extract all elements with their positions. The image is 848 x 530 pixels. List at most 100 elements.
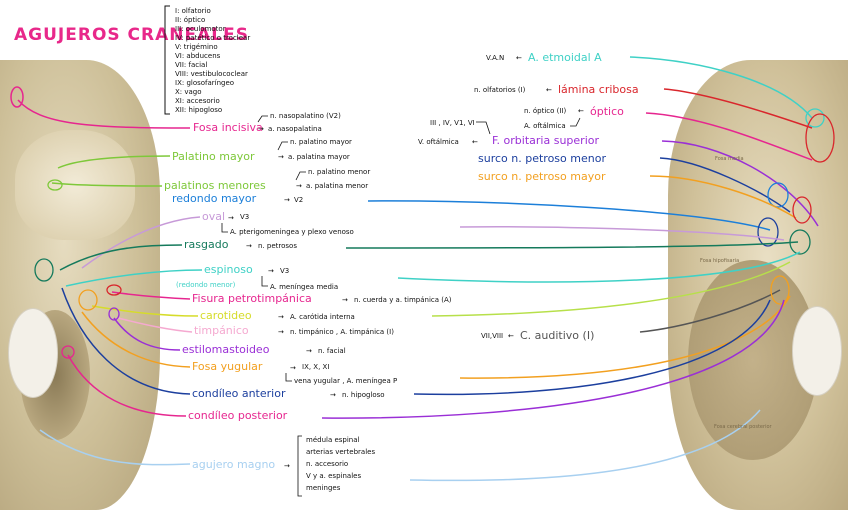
list-item: V y a. espinales <box>306 472 361 480</box>
text-oval-a: A. pterigomeningea y plexo venoso <box>230 228 354 236</box>
connector-oval-right <box>459 226 785 241</box>
text-espinoso-n: V3 <box>280 267 289 275</box>
connector-condileo-posterior <box>67 354 187 417</box>
text-fos-v: V. oftálmica <box>418 138 459 146</box>
nerve-list-item: VIII: vestibulococlear <box>175 70 248 78</box>
nerve-list-item: VII: facial <box>175 61 207 69</box>
marker-palatinos-menores <box>47 179 63 191</box>
label-lamina: lámina cribosa <box>558 83 639 96</box>
marker-surco-menor <box>767 182 789 208</box>
connector-lamina <box>663 88 813 129</box>
agujero-magno-list: médula espinal arterias vertebrales n. a… <box>306 436 375 492</box>
text-lamina-pre: n. olfatorios (I) <box>474 86 526 94</box>
marker-redondo-mayor <box>757 217 779 247</box>
connector-condileo-anterior <box>61 287 191 395</box>
connector-condileo-anterior-right <box>413 299 771 396</box>
connector-surco-mayor <box>649 175 797 219</box>
arrow: → <box>278 328 284 336</box>
nerve-list-item: XI: accesorio <box>175 97 220 105</box>
arrow: ← <box>546 86 552 94</box>
nerve-list-item: I: olfatorio <box>175 7 211 15</box>
connector-espinoso-right <box>397 251 801 283</box>
connector-fos <box>661 140 819 227</box>
label-condileo-anterior: condíleo anterior <box>192 387 286 400</box>
marker-fosa-yugular-right <box>770 275 790 305</box>
connector-etmoidal <box>629 56 813 119</box>
text-carotideo-n: A. carótida interna <box>290 313 355 321</box>
arrow: → <box>296 182 302 190</box>
image-label: Fosa hipofisaria <box>700 258 739 264</box>
marker-carotideo <box>78 289 98 311</box>
text-optico-a: A. oftálmica <box>524 122 566 130</box>
label-fisura: Fisura petrotimpánica <box>192 292 312 305</box>
label-surco-mayor: surco n. petroso mayor <box>478 170 606 183</box>
label-oval: oval <box>202 210 225 223</box>
label-condileo-posterior: condíleo posterior <box>188 409 288 422</box>
text-condileo-anterior-n: n. hipogloso <box>342 391 385 399</box>
branch <box>277 141 288 151</box>
connector-fosa-incisiva <box>17 99 191 129</box>
label-redondo-mayor: redondo mayor <box>172 192 257 205</box>
arrow: → <box>258 125 264 133</box>
connector-timpanico <box>117 317 193 333</box>
skull-base-right-image <box>668 60 848 510</box>
diagram-title: AGUJEROS CRANEALES <box>14 25 249 45</box>
connector-fisura <box>111 291 191 300</box>
text-auditivo-pre: VII,VIII <box>481 332 503 340</box>
text-rasgado-n: n. petrosos <box>258 242 297 250</box>
connector-agujero-magno-right <box>409 409 761 482</box>
marker-lamina <box>805 113 835 163</box>
text-etmoidal-pre: V.A.N <box>486 54 504 62</box>
arrow: → <box>290 364 296 372</box>
arrow: → <box>284 196 290 204</box>
text-fosa-incisiva-n: n. nasopalatino (V2) <box>270 112 341 120</box>
connector-palatino-mayor <box>57 155 171 169</box>
list-item: médula espinal <box>306 436 360 444</box>
text-redondo-mayor-n: V2 <box>294 196 303 204</box>
image-label: Fosa media <box>715 156 744 162</box>
arrow: → <box>228 214 234 222</box>
image-label: Fosa cerebral posterior <box>714 424 773 430</box>
label-optico: óptico <box>590 105 624 118</box>
arrow: ← <box>578 107 584 115</box>
text-fosa-incisiva-a: a. nasopalatina <box>268 125 322 133</box>
arrow: ← <box>472 138 478 146</box>
nerve-list-item: IX: glosofaríngeo <box>175 79 234 87</box>
connector-carotideo-right <box>431 261 791 317</box>
connector-rasgado-right <box>345 241 799 249</box>
arrow: → <box>278 313 284 321</box>
text-timpanico-n: n. timpánico , A. timpánica (I) <box>290 328 394 336</box>
connector-optico <box>645 112 813 161</box>
arrow: → <box>342 296 348 304</box>
nerve-list-bracket <box>164 5 170 115</box>
connector-carotideo <box>91 305 199 317</box>
text-fosa-yugular-a: vena yugular , A. meníngea P <box>294 377 397 385</box>
nerve-list-item: IV: patético o troclear <box>175 34 250 42</box>
text-oval-n: V3 <box>240 213 249 221</box>
label-carotideo: carotideo <box>200 309 252 322</box>
list-item: arterias vertebrales <box>306 448 375 456</box>
branch <box>570 117 581 127</box>
text-estilomastoideo-n: n. facial <box>318 347 346 355</box>
branch <box>476 121 491 135</box>
label-timpanico: timpánico <box>194 324 249 337</box>
nerve-list-item: V: trigémino <box>175 43 218 51</box>
branch <box>295 171 306 181</box>
connector-redondo-mayor <box>367 200 771 231</box>
branch <box>285 373 292 382</box>
text-fisura-n: n. cuerda y a. timpánica (A) <box>354 296 452 304</box>
text-palatinos-menores-a: a. palatina menor <box>306 182 368 190</box>
branch <box>261 276 268 287</box>
text-palatinos-menores-n: n. palatino menor <box>308 168 370 176</box>
connector-auditivo <box>639 289 781 333</box>
arrow: → <box>268 267 274 275</box>
branch <box>221 223 228 233</box>
text-fos-roman: III , IV, V1, VI <box>430 119 475 127</box>
label-estilomastoideo: estilomastoideo <box>182 343 270 356</box>
nerve-list: I: olfatorio II: óptico III: oculomotor … <box>175 7 250 114</box>
marker-condileo-posterior <box>61 345 75 359</box>
label-auditivo: C. auditivo (I) <box>520 329 594 342</box>
nerve-list-item: III: oculomotor <box>175 25 226 33</box>
text-espinoso-a: A. meníngea media <box>270 283 338 291</box>
